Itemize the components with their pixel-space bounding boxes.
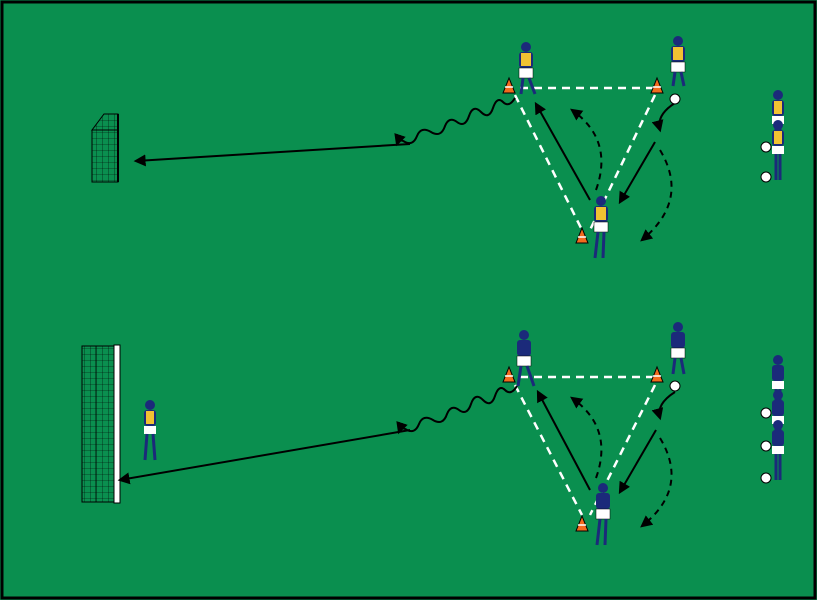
player-passer-right [670,322,686,375]
player-passer-right [670,36,686,87]
dashed-line [513,384,584,516]
ball-icon [760,171,772,183]
ball-icon [669,93,681,105]
ball-icon [760,141,772,153]
cone-icon [575,226,589,244]
pass-arrow [536,389,591,491]
ball-icon [760,440,772,452]
ball-icon [760,407,772,419]
player-attacker-left [516,330,536,387]
run-arrow [640,437,673,528]
run-arrow [651,391,676,421]
small-goal-icon [91,113,119,183]
ball-icon [760,472,772,484]
run-arrow [651,102,676,133]
cone-icon [575,514,589,532]
ball-icon [669,380,681,392]
player-attacker-left [518,42,537,95]
cone-icon [650,76,664,94]
dribble-arrow [396,385,518,435]
player-receiver-bottom [595,483,611,546]
player-queue [760,90,784,183]
cone-icon [502,365,516,383]
cone-icon [650,365,664,383]
cone-icon [502,76,516,94]
run-arrow [640,149,673,242]
run-arrow [570,108,603,191]
drill-top [91,36,784,259]
pass-arrow [534,101,591,201]
player-receiver-bottom [593,196,609,259]
drill-bottom [81,322,784,546]
run-arrow [570,396,603,479]
dashed-line [588,94,657,231]
player-goalkeeper [143,400,157,461]
pass-arrow [618,141,656,205]
shot-arrow [117,429,411,485]
dashed-line [513,94,584,231]
shot-arrow [133,143,411,167]
pass-arrow [618,429,657,495]
dribble-arrow [394,97,516,147]
player-queue [760,355,784,484]
goal-icon [81,344,121,504]
dashed-line [588,384,657,516]
